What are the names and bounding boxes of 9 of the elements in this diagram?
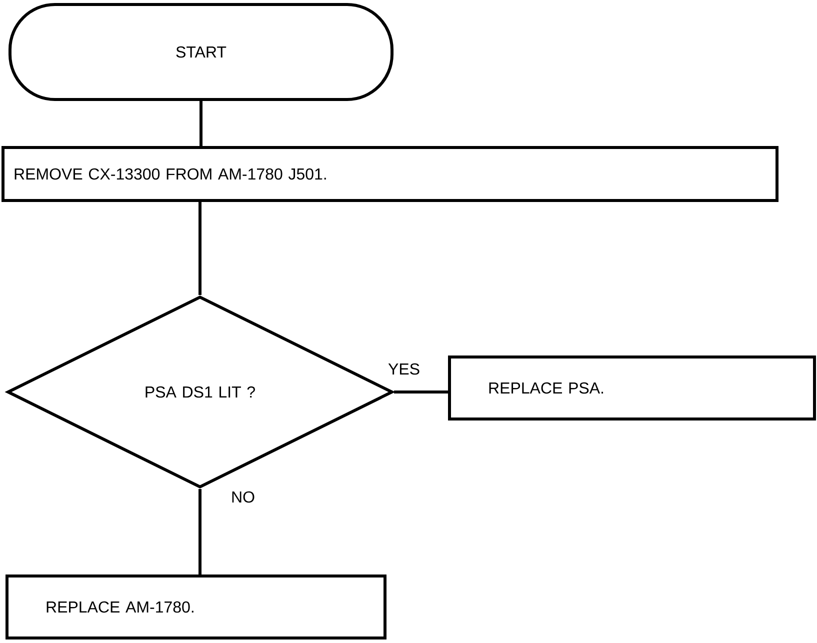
process-box: REMOVE CX-13300 FROM AM-1780 J501. — [2, 146, 778, 202]
connector-line — [200, 101, 202, 146]
process-box: REPLACE PSA. — [448, 356, 816, 420]
connector-line — [198, 489, 202, 574]
edge-label: NO — [230, 490, 256, 504]
connector-line — [394, 390, 448, 394]
start-terminal: START — [8, 3, 394, 101]
process-box: REPLACE AM-1780. — [6, 574, 386, 640]
connector-line — [198, 202, 202, 295]
